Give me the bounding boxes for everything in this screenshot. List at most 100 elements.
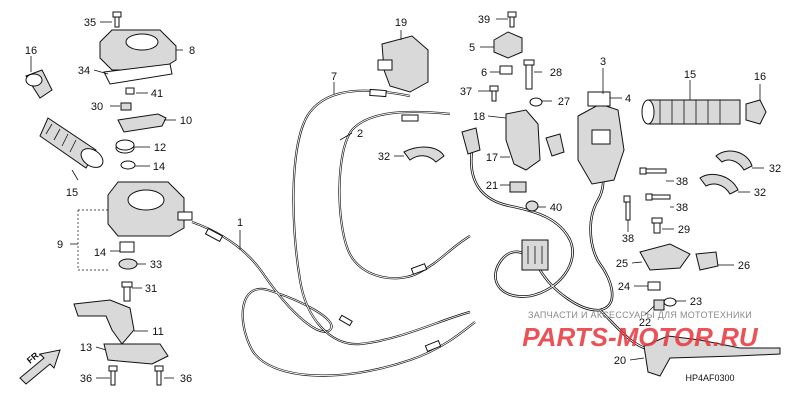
- callout-36-right: 36: [180, 373, 192, 385]
- callout-12: 12: [154, 142, 166, 154]
- bracket-19-tab: [377, 59, 393, 71]
- screw-36-right: [154, 365, 164, 386]
- washer-14-top: [120, 160, 136, 170]
- clamp-17-left: [461, 127, 481, 155]
- bracket-19: [381, 35, 429, 93]
- callout-2: 2: [357, 128, 363, 140]
- screw-37: [489, 85, 499, 102]
- spring-12: [115, 139, 135, 154]
- callout-16-right: 16: [754, 71, 766, 83]
- cable-2: [338, 110, 471, 280]
- gasket-34: [103, 63, 173, 85]
- callout-22: 22: [639, 317, 651, 329]
- pad-26: [695, 251, 719, 271]
- callout-11: 11: [152, 326, 163, 338]
- callout-5: 5: [469, 42, 475, 54]
- callout-37: 37: [460, 86, 472, 98]
- lever-bracket-25: [639, 243, 691, 271]
- bolt-38-c: [623, 195, 631, 221]
- brake-lever-20: [643, 335, 781, 377]
- callout-30: 30: [91, 101, 103, 113]
- callout-32-center: 32: [378, 151, 390, 163]
- bracket-13: [103, 343, 169, 365]
- bolt-29: [651, 217, 663, 234]
- callout-15-left: 15: [66, 187, 78, 199]
- grip-end-16-right: [745, 99, 767, 125]
- clip-30: [120, 102, 132, 111]
- callout-32-right-bottom: 32: [754, 187, 766, 199]
- washer-27: [529, 97, 543, 107]
- callout-6: 6: [481, 67, 487, 79]
- grip-15-right: [641, 99, 741, 125]
- cable-7: [292, 88, 471, 346]
- clamp-32-right-bottom: [699, 174, 739, 195]
- callout-38-c: 38: [622, 233, 634, 245]
- watermark-brand: PARTS-MOTOR.RU: [522, 322, 759, 352]
- callout-32-right-top: 32: [769, 163, 781, 175]
- callout-34: 34: [78, 65, 90, 77]
- switch-5: [493, 31, 523, 59]
- callout-15-right: 15: [684, 69, 696, 81]
- nut-40: [525, 200, 539, 212]
- part-41: [125, 87, 135, 95]
- callout-26: 26: [738, 260, 750, 272]
- callout-23: 23: [690, 296, 702, 308]
- callout-38-a: 38: [676, 176, 688, 188]
- bracket-18: [505, 109, 541, 171]
- leader-lines: [30, 18, 764, 379]
- callout-21: 21: [486, 180, 498, 192]
- part-23: [663, 297, 677, 307]
- callout-20: 20: [614, 355, 626, 367]
- callout-14-top: 14: [153, 161, 165, 173]
- clamp-17-right: [545, 133, 565, 157]
- screw-36-left: [108, 365, 118, 386]
- callout-33: 33: [150, 259, 162, 271]
- callout-25: 25: [616, 258, 628, 270]
- diagram-code: HP4AF0300: [685, 373, 734, 383]
- housing-9: [107, 181, 193, 237]
- callout-1: 1: [237, 217, 243, 229]
- callout-40: 40: [550, 202, 562, 214]
- grip-15-left: [39, 117, 104, 169]
- bolt-38-b: [645, 193, 671, 201]
- part-24: [647, 281, 661, 291]
- part-22: [653, 299, 665, 311]
- callout-29: 29: [678, 224, 690, 236]
- callout-38-b: 38: [676, 202, 688, 214]
- callout-3: 3: [600, 56, 606, 68]
- callout-7: 7: [331, 71, 337, 83]
- switch-housing-3: [577, 91, 625, 185]
- lever-11: [73, 299, 135, 345]
- callout-9: 9: [57, 239, 63, 251]
- part-21: [509, 181, 527, 193]
- callout-27: 27: [558, 96, 570, 108]
- callout-4: 4: [625, 93, 631, 105]
- cover-8: [99, 29, 177, 71]
- callout-14-bottom: 14: [94, 247, 106, 259]
- screw-35: [112, 11, 122, 28]
- bolt-38-a: [639, 167, 667, 175]
- callout-35: 35: [84, 17, 96, 29]
- callout-13: 13: [80, 342, 92, 354]
- clamp-32-left: [403, 146, 445, 163]
- callout-39: 39: [478, 14, 490, 26]
- nut-33: [118, 258, 138, 270]
- callout-31: 31: [145, 283, 157, 295]
- clamp-32-right-top: [715, 150, 753, 171]
- callout-18: 18: [473, 111, 485, 123]
- washer-14-bottom: [119, 241, 135, 253]
- watermark-tagline: ЗАПЧАСТИ И АКСЕССУАРЫ ДЛЯ МОТОТЕХНИКИ: [528, 310, 752, 320]
- callout-36-left: 36: [80, 373, 92, 385]
- callout-41: 41: [151, 88, 163, 100]
- grip-end-16-left: [25, 69, 53, 99]
- callout-10: 10: [180, 115, 192, 127]
- front-direction-arrow: [19, 349, 61, 385]
- callout-16-left: 16: [25, 45, 37, 57]
- bolt-28: [523, 59, 535, 90]
- cable-1: [191, 220, 476, 377]
- clip-6: [499, 65, 513, 75]
- arm-10: [117, 113, 167, 133]
- callout-28: 28: [550, 67, 562, 79]
